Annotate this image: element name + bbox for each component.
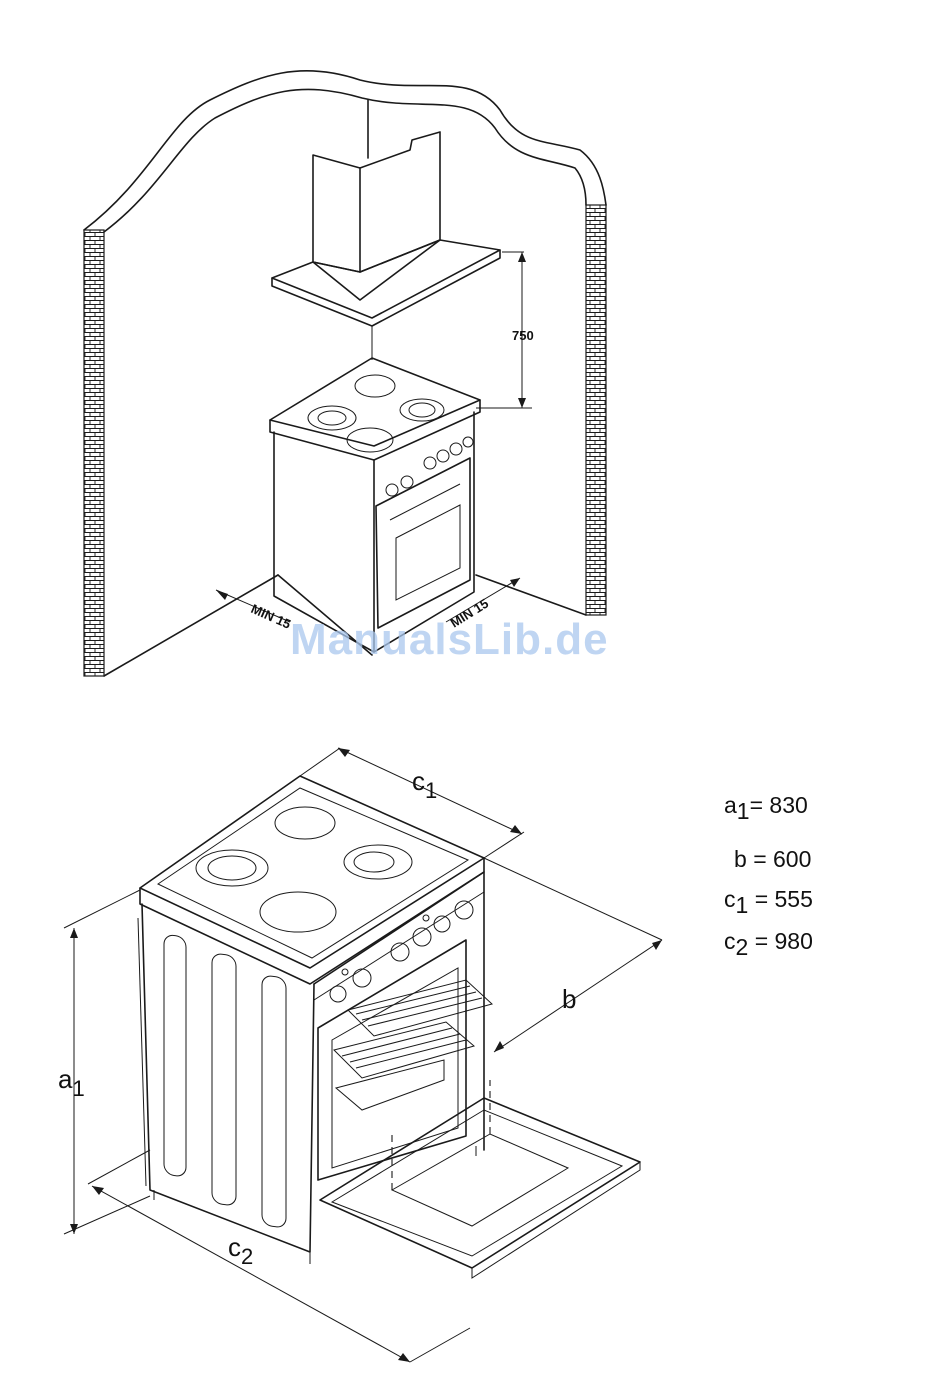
wall-top-inner-outline xyxy=(104,89,586,232)
wall-niche xyxy=(84,71,606,676)
floor-left-line xyxy=(104,575,278,676)
label-c1: c1 xyxy=(412,766,437,803)
dimension-b: b = 600 xyxy=(734,846,811,873)
cooker-top-figure xyxy=(270,358,480,652)
range-hood xyxy=(272,100,524,326)
dimension-a1: a1= 830 xyxy=(724,792,808,825)
label-a1: a1 xyxy=(58,1064,85,1101)
watermark: ManualsLib.de xyxy=(290,615,609,664)
dimension-c1: c1 = 555 xyxy=(724,886,813,919)
label-b: b xyxy=(562,984,576,1014)
dimension-c2: c2 = 980 xyxy=(724,928,813,961)
bottom-dimension-labels: c1 b a1 c2 xyxy=(58,766,576,1269)
floor-right-line xyxy=(476,575,586,615)
wall-top-outline xyxy=(84,71,606,230)
cooker-detailed xyxy=(138,776,640,1278)
bottom-dimension-lines xyxy=(64,748,662,1362)
left-brick-wall xyxy=(84,230,104,676)
clearance-left-label: MIN 15 xyxy=(249,601,293,632)
hood-height-label: 750 xyxy=(512,328,534,343)
right-brick-wall xyxy=(586,205,606,615)
side-clearance-dimensions: MIN 15 MIN 15 750 xyxy=(216,328,534,632)
